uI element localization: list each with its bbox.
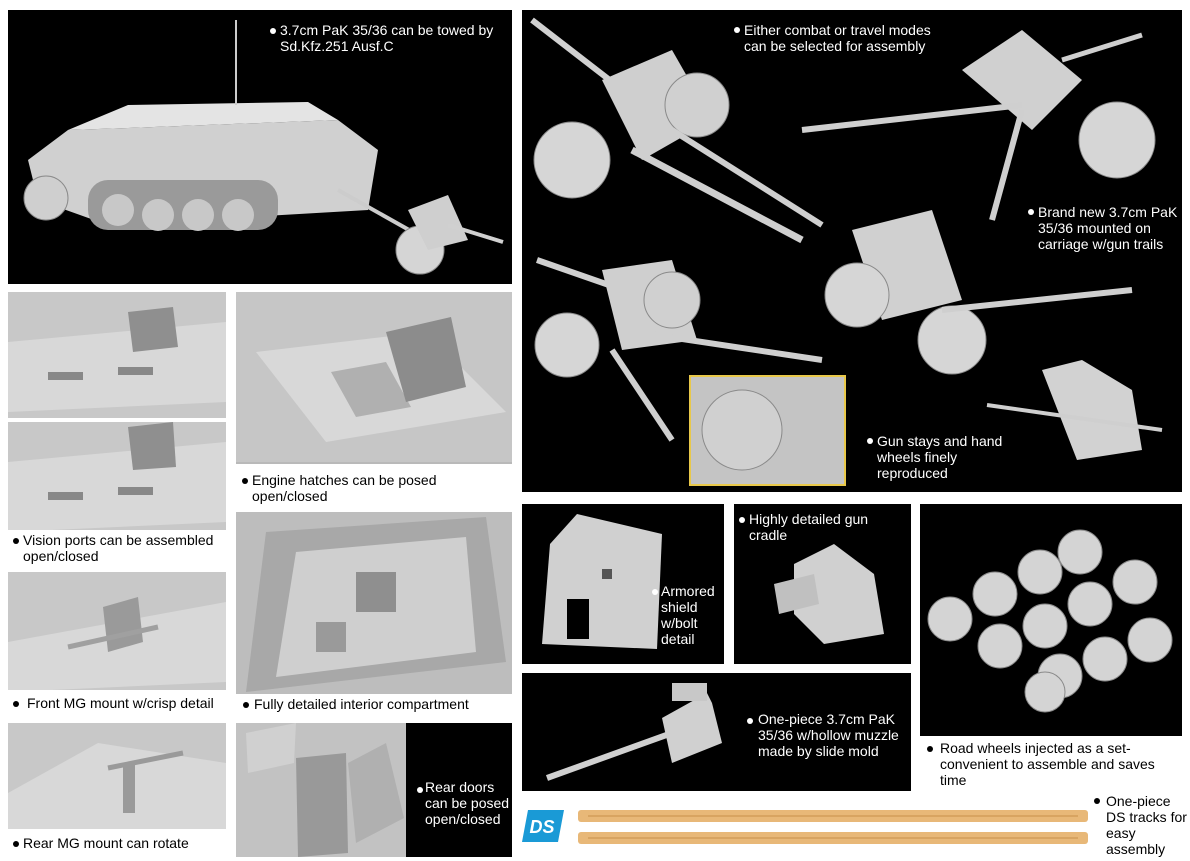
gun-stays-caption: Gun stays and hand wheels finely reprodu… xyxy=(877,433,1003,481)
ds-logo-mark: DS xyxy=(522,810,564,842)
tracks-caption: One-piece DS tracks for easy assembly xyxy=(1106,793,1187,857)
brand-new-bullet xyxy=(1028,209,1034,215)
shield-caption: Armored shield w/bolt detail xyxy=(661,583,715,647)
road-wheels-image xyxy=(927,529,1173,713)
vision-ports-panel: Vision ports can be assembled open/close… xyxy=(8,292,226,564)
tracks-bullet xyxy=(1094,798,1100,804)
vision-ports-caption: Vision ports can be assembled open/close… xyxy=(23,532,214,564)
barrel-caption: One-piece 3.7cm PaK 35/36 w/hollow muzzl… xyxy=(758,711,899,759)
tracks-image xyxy=(578,808,1088,846)
pak-guns-panel: Either combat or travel modes can be sel… xyxy=(522,10,1182,492)
road-wheels-caption-panel: Road wheels injected as a set-convenient… xyxy=(920,736,1182,794)
cradle-panel: Highly detailed gun cradle xyxy=(734,504,911,664)
vision-ports-image xyxy=(8,292,226,564)
modes-caption: Either combat or travel modes can be sel… xyxy=(744,22,931,54)
engine-hatches-bullet xyxy=(242,478,248,484)
front-mg-image xyxy=(8,572,226,692)
rear-mg-caption: Rear MG mount can rotate xyxy=(23,835,189,851)
barrel-image xyxy=(545,683,722,781)
brand-new-caption: Brand new 3.7cm PaK 35/36 mounted on car… xyxy=(1038,204,1178,252)
front-mg-caption: Front MG mount w/crisp detail xyxy=(27,695,214,711)
shield-panel: Armored shield w/bolt detail xyxy=(522,504,724,664)
rear-mg-bullet xyxy=(13,841,19,847)
modes-bullet xyxy=(734,27,740,33)
road-wheels-caption: Road wheels injected as a set-convenient… xyxy=(940,740,1155,788)
ds-logo: DS xyxy=(522,808,566,844)
front-mg-panel: Front MG mount w/crisp detail xyxy=(8,572,226,715)
rear-mg-image xyxy=(8,723,226,833)
shield-image xyxy=(542,514,662,649)
gun-stays-bullet xyxy=(867,438,873,444)
road-wheels-bullet xyxy=(927,746,933,752)
interior-image xyxy=(236,512,512,694)
rear-doors-bullet xyxy=(417,787,423,793)
cradle-caption: Highly detailed gun cradle xyxy=(749,511,869,543)
halftrack-model-image xyxy=(23,20,504,275)
rear-doors-image xyxy=(236,723,406,857)
engine-hatches-panel: Engine hatches can be posed open/closed xyxy=(236,292,512,504)
front-mg-bullet xyxy=(13,701,19,707)
road-wheels-panel xyxy=(920,504,1182,736)
interior-panel: Fully detailed interior compartment xyxy=(236,512,512,715)
towed-caption: 3.7cm PaK 35/36 can be towed by Sd.Kfz.2… xyxy=(280,22,494,54)
svg-text:DS: DS xyxy=(529,817,554,837)
barrel-bullet xyxy=(747,718,753,724)
halftrack-towing-panel: 3.7cm PaK 35/36 can be towed by Sd.Kfz.2… xyxy=(8,10,512,284)
towed-bullet xyxy=(270,28,276,34)
engine-hatches-caption: Engine hatches can be posed open/closed xyxy=(252,472,437,504)
rear-doors-panel: Rear doors can be posed open/closed xyxy=(236,723,512,857)
cradle-bullet xyxy=(739,517,745,523)
shield-bullet xyxy=(652,589,658,595)
cradle-image xyxy=(774,544,884,644)
pak-gun-models-image xyxy=(530,17,1163,486)
vision-ports-bullet xyxy=(13,538,19,544)
rear-doors-caption: Rear doors can be posed open/closed xyxy=(425,779,510,827)
interior-bullet xyxy=(243,702,249,708)
barrel-panel: One-piece 3.7cm PaK 35/36 w/hollow muzzl… xyxy=(522,673,911,791)
engine-hatches-image xyxy=(236,292,512,462)
rear-mg-panel: Rear MG mount can rotate xyxy=(8,723,226,857)
interior-caption: Fully detailed interior compartment xyxy=(254,696,469,712)
